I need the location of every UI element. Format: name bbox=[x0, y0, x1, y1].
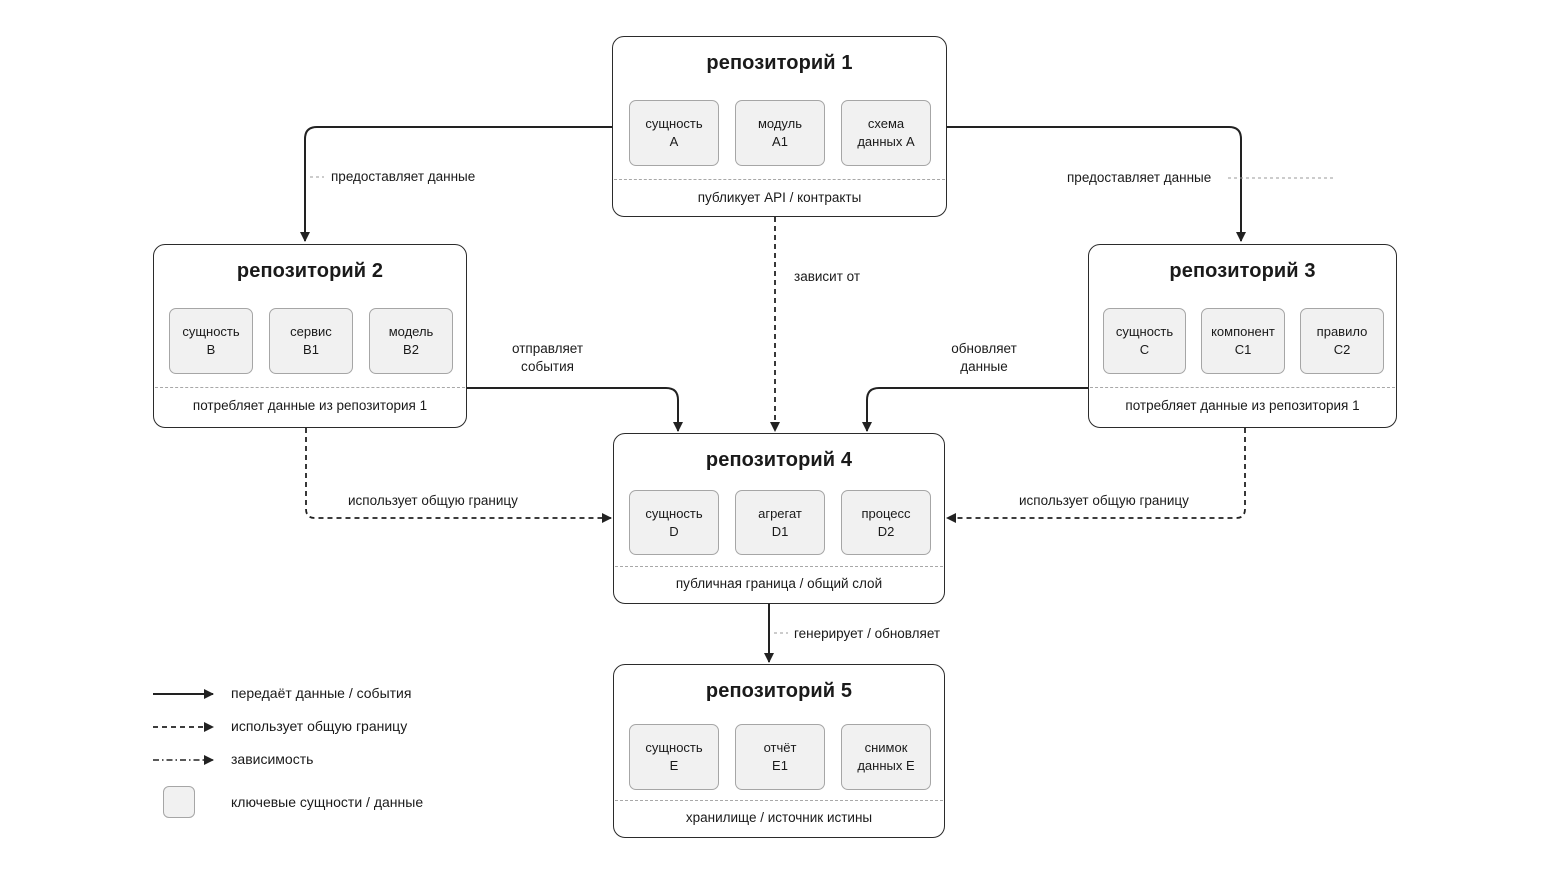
repository-title: репозиторий 4 bbox=[705, 449, 853, 471]
legend-box-label: ключевые сущности / данные bbox=[231, 794, 424, 810]
entity-id: данных A bbox=[857, 134, 915, 149]
entity-id: C2 bbox=[1333, 342, 1351, 357]
entity-id: E1 bbox=[772, 758, 788, 773]
entity-card[interactable]: компонент C1 bbox=[1201, 308, 1285, 374]
edge-r2-to-r4 bbox=[467, 387, 683, 432]
edge-label-r2-shared: использует общую границу bbox=[348, 493, 518, 508]
legend-dashdot-label: зависимость bbox=[231, 751, 314, 767]
section-divider bbox=[1090, 387, 1395, 388]
legend-entity-swatch bbox=[163, 786, 195, 818]
repository-footer: публикует API / контракты bbox=[697, 190, 862, 205]
entity-card[interactable]: отчёт E1 bbox=[735, 724, 825, 790]
section-divider bbox=[155, 387, 465, 388]
edge-label-line: события bbox=[521, 359, 574, 374]
edge-label-line: отправляет bbox=[511, 341, 583, 356]
entity-card[interactable]: сущность B bbox=[169, 308, 253, 374]
repository-footer: хранилище / источник истины bbox=[685, 810, 873, 825]
repository-3[interactable]: репозиторий 3 сущность C компонент C1 пр… bbox=[1088, 244, 1397, 428]
edge-label-r1-r2: предоставляет данные bbox=[331, 169, 476, 184]
edge-r3-to-r4 bbox=[862, 387, 1088, 432]
edge-label-r1-r4: зависит от bbox=[794, 269, 861, 284]
entity-name: сущность bbox=[645, 740, 703, 755]
entity-name: схема bbox=[867, 116, 905, 131]
entity-name: модуль bbox=[757, 116, 803, 131]
entity-card[interactable]: сервис B1 bbox=[269, 308, 353, 374]
repository-footer: публичная граница / общий слой bbox=[675, 576, 883, 591]
repository-1[interactable]: репозиторий 1 сущность A модуль A1 схема… bbox=[612, 36, 947, 217]
entity-id: B bbox=[206, 342, 216, 357]
entity-id: C1 bbox=[1234, 342, 1252, 357]
entity-name: модель bbox=[388, 324, 434, 339]
edge-label-line: данные bbox=[960, 359, 1008, 374]
entity-name: процесс bbox=[861, 505, 911, 521]
entity-card[interactable]: сущность E bbox=[629, 724, 719, 790]
entity-id: D1 bbox=[771, 523, 789, 539]
entity-id: A1 bbox=[772, 134, 788, 149]
repository-4[interactable]: репозиторий 4 сущность D агрегат D1 проц… bbox=[613, 433, 945, 604]
section-divider bbox=[615, 800, 943, 801]
entity-card[interactable]: правило C2 bbox=[1300, 308, 1384, 374]
entity-id: D bbox=[669, 523, 679, 539]
section-divider bbox=[615, 566, 943, 567]
entity-card[interactable]: схема данных A bbox=[841, 100, 931, 166]
section-divider bbox=[614, 179, 945, 180]
repository-footer: потребляет данные из репозитория 1 bbox=[192, 398, 428, 413]
entity-id: C bbox=[1139, 342, 1150, 357]
entity-name: сущность bbox=[645, 505, 703, 521]
legend-dashed-label: использует общую границу bbox=[231, 718, 408, 734]
entity-id: данных E bbox=[857, 758, 915, 773]
entity-card[interactable]: сущность D bbox=[629, 490, 719, 555]
entity-name: отчёт bbox=[763, 740, 797, 755]
edge-r1-to-r2 bbox=[300, 126, 612, 242]
repository-title: репозиторий 2 bbox=[236, 260, 384, 282]
repository-title: репозиторий 3 bbox=[1169, 260, 1316, 282]
entity-id: D2 bbox=[877, 523, 895, 539]
edge-label-r4-r5: генерирует / обновляет bbox=[794, 626, 941, 641]
repository-title: репозиторий 5 bbox=[705, 680, 853, 702]
edge-label-r3-r4: обновляет данные bbox=[929, 340, 1039, 376]
entity-card[interactable]: модель B2 bbox=[369, 308, 453, 374]
entity-card[interactable]: модуль A1 bbox=[735, 100, 825, 166]
entity-name: компонент bbox=[1211, 324, 1275, 339]
entity-name: снимок bbox=[864, 740, 908, 755]
edge-label-r1-r3: предоставляет данные bbox=[1067, 170, 1212, 185]
entity-card[interactable]: снимок данных E bbox=[841, 724, 931, 790]
edge-label-r2-r4: отправляет события bbox=[490, 340, 605, 376]
edge-r1-to-r3 bbox=[947, 126, 1246, 242]
edge-r2-shared-boundary bbox=[305, 428, 612, 523]
entity-id: B2 bbox=[403, 342, 419, 357]
edge-r3-shared-boundary bbox=[946, 428, 1246, 523]
entity-name: правило bbox=[1316, 324, 1368, 339]
entity-card[interactable]: процесс D2 bbox=[841, 490, 931, 555]
entity-name: сущность bbox=[182, 324, 240, 339]
edge-label-line: обновляет bbox=[951, 341, 1017, 356]
legend-solid-label: передаёт данные / события bbox=[231, 685, 412, 701]
repository-footer: потребляет данные из репозитория 1 bbox=[1125, 398, 1360, 413]
entity-id: A bbox=[669, 134, 679, 149]
entity-card[interactable]: агрегат D1 bbox=[735, 490, 825, 555]
entity-name: сервис bbox=[290, 324, 332, 339]
repository-2[interactable]: репозиторий 2 сущность B сервис B1 модел… bbox=[153, 244, 467, 428]
entity-card[interactable]: сущность A bbox=[629, 100, 719, 166]
repository-title: репозиторий 1 bbox=[706, 52, 853, 74]
entity-name: сущность bbox=[645, 116, 703, 131]
entity-name: сущность bbox=[1115, 324, 1174, 339]
entity-name: агрегат bbox=[758, 505, 802, 521]
entity-id: E bbox=[669, 758, 679, 773]
repository-5[interactable]: репозиторий 5 сущность E отчёт E1 снимок… bbox=[613, 664, 945, 838]
entity-card[interactable]: сущность C bbox=[1103, 308, 1186, 374]
entity-id: B1 bbox=[303, 342, 319, 357]
edge-label-r3-shared: использует общую границу bbox=[1019, 493, 1189, 508]
